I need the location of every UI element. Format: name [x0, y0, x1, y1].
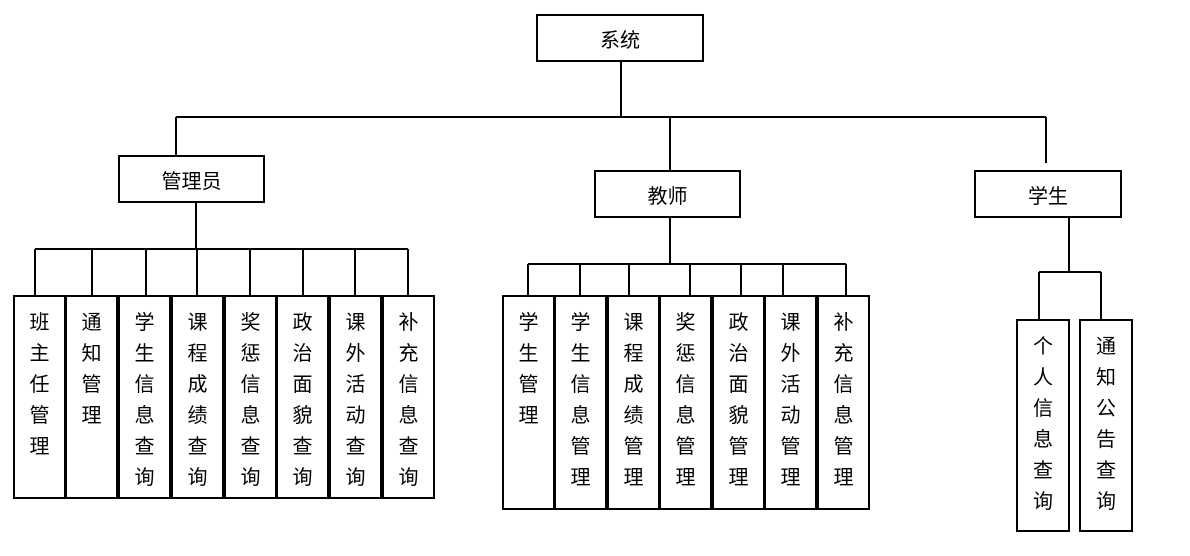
leaf-label: 学生信息查询 — [134, 310, 155, 489]
leaf-label: 政治面貌管理 — [728, 310, 749, 489]
group-label-student: 学生 — [1028, 183, 1068, 208]
leaf-node: 通知公告查询 — [1079, 319, 1133, 532]
leaf-node: 奖惩信息查询 — [224, 295, 277, 499]
leaf-node: 课程成绩查询 — [171, 295, 224, 499]
group-label-teacher: 教师 — [647, 183, 688, 208]
leaf-node: 政治面貌管理 — [712, 295, 765, 510]
leaf-label: 课程成绩管理 — [623, 310, 644, 489]
leaf-node: 学生管理 — [502, 295, 555, 510]
leaf-node: 奖惩信息管理 — [659, 295, 712, 510]
leaf-label: 班主任管理 — [29, 310, 50, 458]
leaf-label: 政治面貌查询 — [292, 310, 313, 489]
leaf-label: 课外活动管理 — [780, 310, 801, 489]
leaf-label: 补充信息查询 — [398, 310, 419, 489]
leaf-label: 奖惩信息管理 — [675, 310, 696, 489]
leaf-label: 通知公告查询 — [1096, 334, 1116, 513]
group-node-student: 学生 — [974, 170, 1122, 218]
group-node-teacher: 教师 — [594, 170, 741, 218]
leaf-node: 课外活动管理 — [764, 295, 817, 510]
leaf-label: 个人信息查询 — [1033, 334, 1053, 513]
leaf-label: 学生信息管理 — [570, 310, 591, 489]
leaf-node: 补充信息管理 — [817, 295, 870, 510]
leaf-node: 学生信息查询 — [118, 295, 171, 499]
root-node: 系统 — [536, 14, 704, 62]
leaf-label: 奖惩信息查询 — [240, 310, 261, 489]
group-label-admin: 管理员 — [161, 168, 222, 193]
leaf-node: 个人信息查询 — [1016, 319, 1070, 532]
root-label: 系统 — [600, 27, 640, 52]
leaf-node: 通知管理 — [65, 295, 118, 499]
leaf-label: 补充信息管理 — [833, 310, 854, 489]
leaf-node: 补充信息查询 — [382, 295, 435, 499]
leaf-node: 政治面貌查询 — [276, 295, 329, 499]
leaf-node: 学生信息管理 — [554, 295, 607, 510]
leaf-label: 学生管理 — [518, 310, 539, 427]
leaf-node: 课外活动查询 — [329, 295, 382, 499]
leaf-node: 班主任管理 — [13, 295, 66, 499]
group-node-admin: 管理员 — [118, 155, 265, 203]
leaf-label: 通知管理 — [81, 310, 102, 427]
leaf-node: 课程成绩管理 — [607, 295, 660, 510]
leaf-label: 课外活动查询 — [345, 310, 366, 489]
leaf-label: 课程成绩查询 — [187, 310, 208, 489]
